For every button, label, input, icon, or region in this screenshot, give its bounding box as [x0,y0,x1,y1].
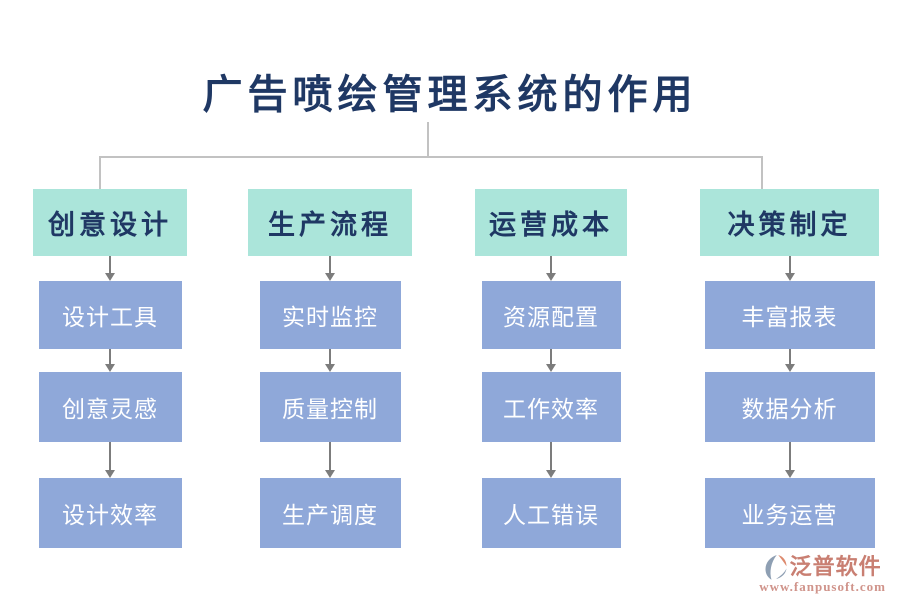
item-box: 业务运营 [704,478,875,548]
column-production-process: 生产流程 实时监控 质量控制 生产调度 [248,189,412,548]
category-box: 决策制定 [700,189,879,256]
item-box: 设计工具 [38,281,182,349]
diagram-title: 广告喷绘管理系统的作用 [202,71,698,118]
arrow-down-icon [546,442,556,478]
arrow-down-icon [784,256,795,281]
column-operating-cost: 运营成本 资源配置 工作效率 人工错误 [475,189,627,548]
connector-horizontal [99,156,763,158]
category-box: 生产流程 [248,189,412,256]
column-decision-making: 决策制定 丰富报表 数据分析 业务运营 [700,189,879,548]
item-box: 生产调度 [259,478,401,548]
item-box: 设计效率 [38,478,182,548]
arrow-down-icon [784,349,795,372]
arrow-down-icon [105,256,115,281]
arrow-down-icon [546,349,556,372]
connector-drop-left [99,156,101,189]
arrow-down-icon [784,442,795,478]
category-box: 创意设计 [33,189,187,256]
connector-title-vertical [427,122,429,157]
watermark: 泛普软件 www.fanpusoft.com [759,554,886,594]
column-creative-design: 创意设计 设计工具 创意灵感 设计效率 [33,189,187,548]
item-box: 人工错误 [481,478,621,548]
arrow-down-icon [105,442,115,478]
item-box: 创意灵感 [38,372,182,442]
arrow-down-icon [325,349,335,372]
category-box: 运营成本 [475,189,627,256]
item-box: 质量控制 [259,372,401,442]
fanpu-logo-icon [765,554,787,580]
watermark-brand: 泛普软件 [789,553,882,580]
item-box: 丰富报表 [704,281,875,349]
arrow-down-icon [325,256,335,281]
item-box: 资源配置 [481,281,621,349]
item-box: 实时监控 [259,281,401,349]
watermark-url: www.fanpusoft.com [759,578,886,594]
connector-drop-right [761,156,763,189]
item-box: 数据分析 [704,372,875,442]
arrow-down-icon [105,349,115,372]
arrow-down-icon [325,442,335,478]
arrow-down-icon [546,256,556,281]
item-box: 工作效率 [481,372,621,442]
